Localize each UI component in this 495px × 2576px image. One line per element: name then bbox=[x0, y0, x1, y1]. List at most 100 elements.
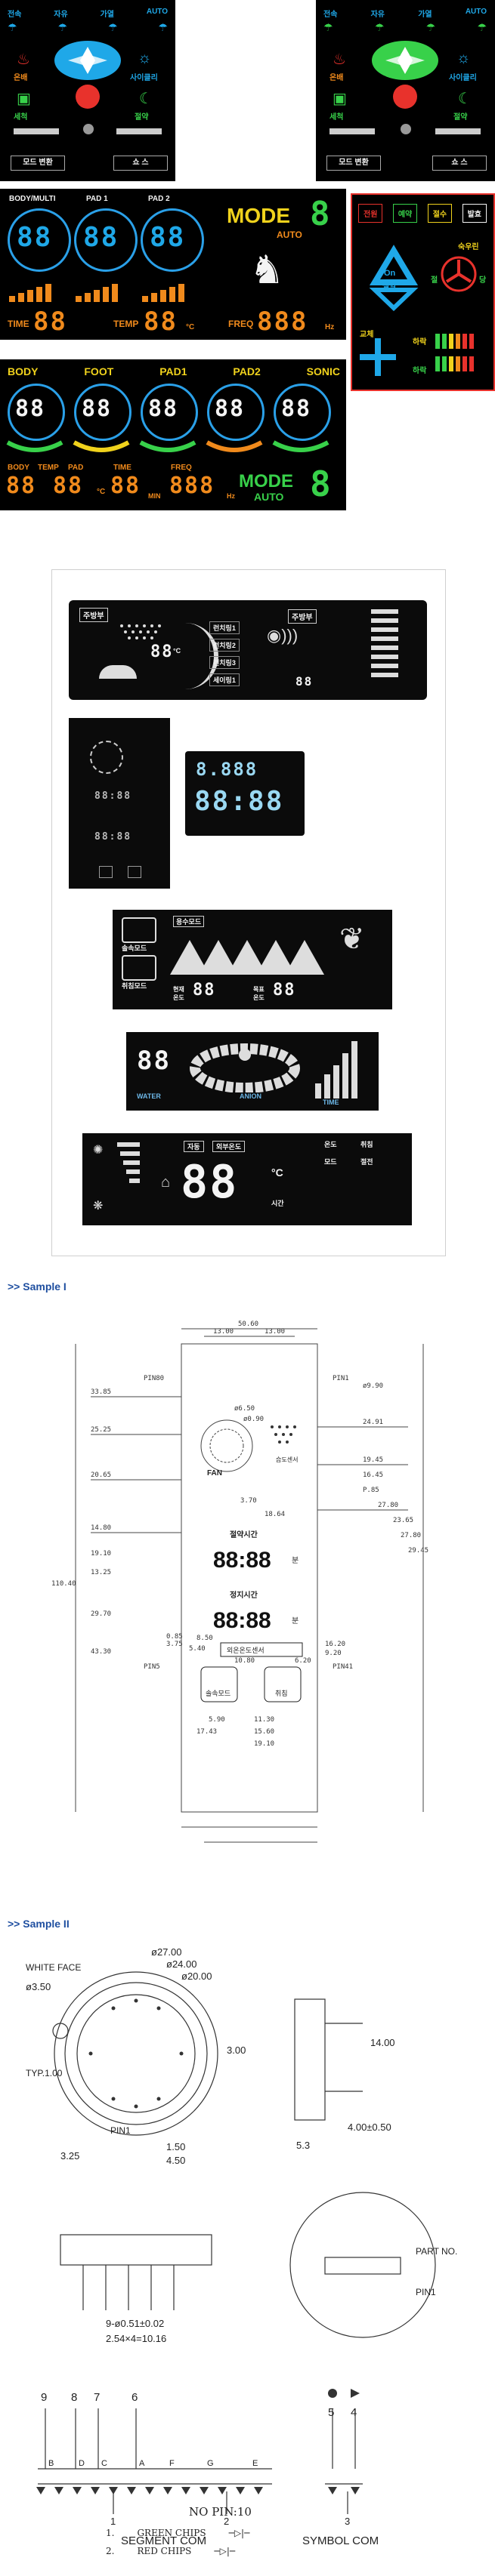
pin-label-2: PIN1 bbox=[333, 1375, 349, 1382]
small-label-pad: PAD bbox=[68, 464, 84, 472]
top-left-panel: 전속 자유 가열 AUTO ☂ ☂ ☂ ☂ ♨ ☼ 온배 사이클리 ▣ ☾ 세척… bbox=[0, 0, 175, 181]
seg-letter-b: B bbox=[48, 2459, 54, 2468]
color-arcs bbox=[6, 440, 329, 452]
g1-btn-1[interactable]: 런치링1 bbox=[209, 621, 240, 634]
ring-3 bbox=[141, 384, 198, 441]
ring-4 bbox=[207, 384, 265, 441]
mode-icon-1: ☂ bbox=[323, 21, 333, 33]
time-label: TIME bbox=[113, 464, 131, 472]
auto-label: AUTO bbox=[254, 491, 284, 503]
g6-right-label-1: 온도 bbox=[324, 1141, 337, 1148]
body-ring bbox=[8, 208, 71, 272]
sample1-title: >> Sample I bbox=[8, 1280, 67, 1293]
g6-home-icon: ⌂ bbox=[161, 1174, 171, 1191]
mode-icon-3: ☂ bbox=[107, 21, 118, 33]
g4-label-1: 솔속모드 bbox=[122, 944, 147, 952]
freq-value: 888 bbox=[169, 473, 215, 499]
pad2-ring bbox=[141, 208, 204, 272]
label-part-no: PART NO. bbox=[416, 2246, 457, 2257]
g5-ring-segments bbox=[190, 1043, 300, 1092]
g3-row2: 88:88 bbox=[194, 786, 284, 817]
dim-left-6: 13.25 bbox=[91, 1569, 111, 1576]
body-label: BODY bbox=[8, 365, 39, 377]
dim-right-4: P.85 bbox=[363, 1487, 379, 1494]
dim-lower-2: 2.54×4=10.16 bbox=[106, 2333, 166, 2344]
mode-label-4: AUTO bbox=[465, 8, 487, 16]
dim-side-3: 5.3 bbox=[296, 2140, 310, 2151]
small-dim-2: 5.40 bbox=[189, 1645, 206, 1653]
dim-circle-3: ø0.90 bbox=[243, 1416, 264, 1423]
right-label-2: 절 bbox=[431, 276, 438, 285]
mode-convert-button[interactable]: 모드 변환 bbox=[326, 156, 381, 171]
spray-icon bbox=[120, 624, 161, 639]
small-dim-1: 8.50 bbox=[196, 1635, 213, 1642]
sample1-unit-1: 분 bbox=[292, 1556, 299, 1565]
pad2-digits: 88 bbox=[150, 222, 186, 253]
pin-num-9: 9 bbox=[41, 2391, 47, 2404]
gallery-item-6: ✺ ❋ 자동 외부온도 88 °C 시간 ⌂ 온도 취침 모드 절전 bbox=[82, 1133, 412, 1225]
seg-letter-d: D bbox=[79, 2459, 85, 2468]
digits-1: 88 bbox=[15, 396, 46, 422]
ferment-button[interactable]: 발효 bbox=[462, 204, 487, 223]
plant-icon: ❦ bbox=[339, 923, 365, 956]
dim-circle-1: ø9.90 bbox=[363, 1382, 383, 1390]
dim-right-3: 16.45 bbox=[363, 1471, 383, 1479]
g1-btn-2[interactable]: 런치링2 bbox=[209, 639, 240, 652]
gallery-item-4: 솔속모드 취침모드 용수모드 ❦ 현재 온도 88 목표 온도 88 bbox=[113, 910, 392, 1009]
dim-left-5: 19.10 bbox=[91, 1550, 111, 1558]
ring-2 bbox=[74, 384, 131, 441]
reserve-button[interactable]: 예약 bbox=[392, 204, 418, 223]
sample1-drawing: 50.60 13.00 13.00 110.40 33.85 25.25 20.… bbox=[51, 1320, 428, 1843]
legend-row-2: 2. RED CHIPS ─▷|─ bbox=[106, 2546, 235, 2556]
label-dia-20: ø20.00 bbox=[181, 1971, 212, 1982]
dim-right-2: 19.45 bbox=[363, 1456, 383, 1464]
sound-wave-icon: ◉))) bbox=[267, 626, 299, 645]
mode-icon-2: ☂ bbox=[374, 21, 385, 33]
bottom-dim-4: 17.43 bbox=[196, 1728, 217, 1736]
g6-right-label-4: 절전 bbox=[360, 1158, 373, 1166]
dim-left-3: 20.65 bbox=[91, 1471, 111, 1479]
g6-wind-icon: ❋ bbox=[93, 1200, 104, 1213]
seg-letter-g: G bbox=[207, 2459, 214, 2468]
dim-side-1: 14.00 bbox=[370, 2037, 395, 2048]
dim-left-7: 29.70 bbox=[91, 1610, 111, 1618]
g6-unit: °C bbox=[271, 1166, 283, 1179]
label-humidity: 습도센서 bbox=[276, 1456, 298, 1463]
g1-btn-4[interactable]: 세이링1 bbox=[209, 673, 240, 686]
time-unit: MIN bbox=[148, 492, 161, 500]
freq-unit: Hz bbox=[227, 492, 235, 500]
power-button[interactable]: 전원 bbox=[358, 204, 383, 223]
g2-digits-1: 88:88 bbox=[94, 790, 132, 802]
pad1-label: PAD1 bbox=[159, 365, 187, 377]
legend-text-1: GREEN CHIPS bbox=[137, 2528, 206, 2538]
pin-num-5: 5 bbox=[328, 2406, 334, 2419]
mid-label-1: 온배 bbox=[14, 74, 28, 82]
g6-bars bbox=[117, 1142, 140, 1183]
mid-label-3: 사이클리 bbox=[130, 74, 158, 82]
gallery-item-2: 88:88 88:88 bbox=[69, 718, 170, 889]
small-dim-6: 3.75 bbox=[166, 1641, 183, 1648]
body-multi-label: BODY/MULTI bbox=[9, 195, 56, 203]
diode-icon: ─▷|─ bbox=[214, 2546, 236, 2556]
mid-label-3: 사이클리 bbox=[449, 74, 477, 82]
g1-btn-3[interactable]: 런치링3 bbox=[209, 656, 240, 669]
mode-convert-button[interactable]: 모드 변환 bbox=[11, 156, 65, 171]
mode-label-2: 자유 bbox=[54, 11, 68, 19]
gallery-frame: 주방부 88 °C 런치링1 런치링2 런치링3 세이링1 주방부 ◉))) 8… bbox=[51, 569, 446, 1256]
water-save-button[interactable]: 절수 bbox=[427, 204, 453, 223]
seg-letter-e: E bbox=[252, 2459, 258, 2468]
dim-right-7: 27.80 bbox=[401, 1532, 421, 1539]
dim-left-2: 25.25 bbox=[91, 1426, 111, 1434]
right-label-3: 당 bbox=[479, 276, 487, 285]
show-button[interactable]: 쇼 스 bbox=[432, 156, 487, 171]
pin-num-6: 6 bbox=[131, 2391, 138, 2404]
label-pin1-b: PIN1 bbox=[416, 2287, 436, 2297]
label-dia-24: ø24.00 bbox=[166, 1958, 196, 1970]
cycle-icon: ☼ bbox=[456, 50, 471, 66]
show-button[interactable]: 쇼 스 bbox=[113, 156, 168, 171]
g1-small-digits: 88 bbox=[295, 674, 314, 689]
g2-icon-b bbox=[128, 866, 141, 878]
sample1-unit-2: 분 bbox=[292, 1616, 299, 1625]
g6-right-label-2: 취침 bbox=[360, 1141, 373, 1148]
mode-label-1: 전속 bbox=[323, 11, 338, 19]
